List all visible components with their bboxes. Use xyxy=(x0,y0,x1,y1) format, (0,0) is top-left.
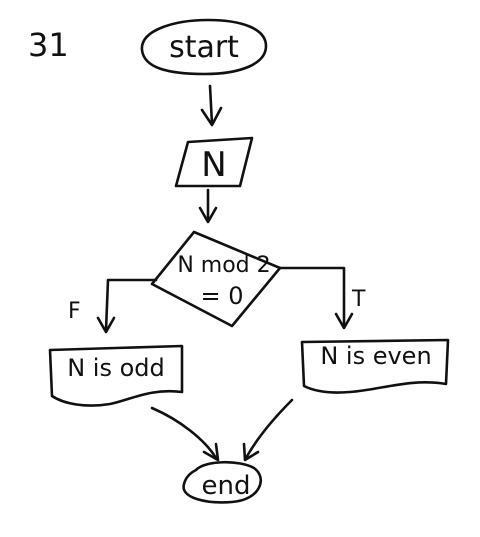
true-branch-label: T xyxy=(351,287,366,312)
odd-output-label: N is odd xyxy=(67,354,165,382)
start-label: start xyxy=(169,30,239,65)
decision-equals: = 0 xyxy=(200,282,243,310)
decision-condition: N mod 2 xyxy=(177,253,270,278)
odd-output-box: N is odd xyxy=(48,344,184,407)
arrow-input-to-decision xyxy=(198,188,218,224)
even-output-label: N is even xyxy=(320,342,431,370)
even-output-box: N is even xyxy=(300,338,450,394)
end-terminal: end xyxy=(182,460,263,504)
arrow-odd-to-end xyxy=(150,406,220,462)
problem-number: 31 xyxy=(28,26,69,64)
decision-diamond: N mod 2 = 0 xyxy=(150,230,282,328)
arrow-even-to-end xyxy=(242,398,294,462)
false-branch-arrow xyxy=(96,278,158,334)
end-label: end xyxy=(202,471,251,501)
true-branch-arrow xyxy=(278,266,354,330)
input-parallelogram: N xyxy=(174,136,254,188)
false-branch-label: F xyxy=(68,299,81,324)
input-label: N xyxy=(201,145,226,185)
arrow-start-to-input xyxy=(200,84,223,127)
start-terminal: start xyxy=(140,18,268,76)
